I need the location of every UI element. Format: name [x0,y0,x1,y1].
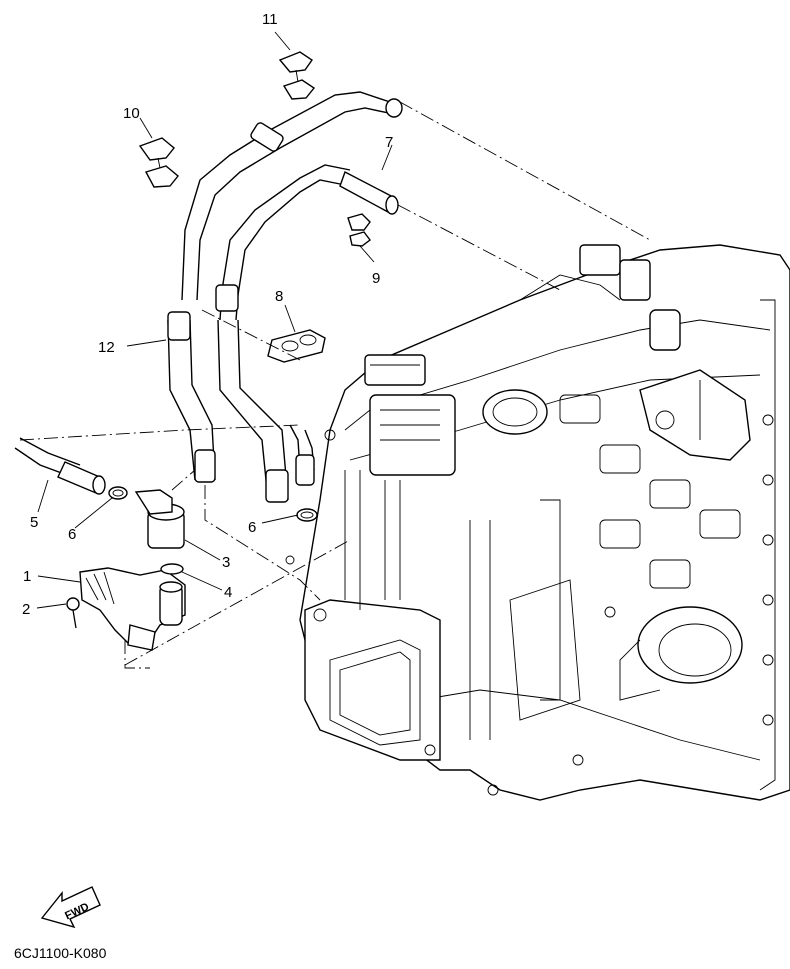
callout-8: 8 [275,288,283,305]
callout-11: 11 [262,11,278,28]
clamp-10 [138,137,179,188]
bolt [66,597,80,629]
clamp-8 [267,329,326,363]
engine-block [285,244,790,801]
clip-6-right [296,508,318,522]
callout-4: 4 [224,584,232,601]
gasket [160,563,184,575]
forward-arrow: FWD [40,886,101,929]
callout-1: 1 [23,568,31,585]
hose-5 [14,437,106,495]
callout-2: 2 [22,601,30,618]
thermostat-cover [79,567,186,651]
clip-6-left [108,486,128,500]
clamp-11 [278,51,316,100]
thermostat [134,489,185,549]
callout-10: 10 [123,105,140,122]
callout-3: 3 [222,554,230,571]
hose-assembly-upper [181,91,403,321]
callout-labels: 11 10 7 9 8 12 5 6 6 3 4 1 2 [22,11,393,618]
hose-12 [167,284,315,503]
callout-9: 9 [372,270,380,287]
callout-6-left: 6 [68,526,76,543]
callout-12: 12 [98,339,115,356]
callout-6-right: 6 [248,519,256,536]
callout-7: 7 [385,134,393,151]
diagram-code: 6CJ1100-K080 [14,945,107,961]
clamp-9 [347,213,371,247]
callout-5: 5 [30,514,38,531]
leader-lines [19,31,651,669]
